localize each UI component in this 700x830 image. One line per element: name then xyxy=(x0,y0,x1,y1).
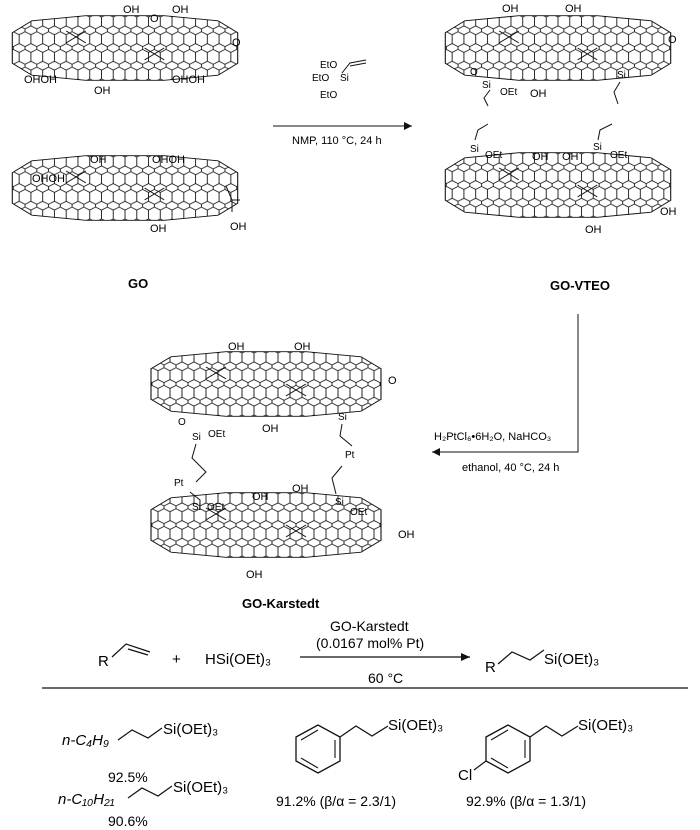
o-label: O xyxy=(668,34,677,46)
oh-label: OH xyxy=(150,223,167,235)
svg-text:92.5%: 92.5% xyxy=(108,769,148,785)
svg-text:n-C₁₀H₂₁: n-C₁₀H₂₁ xyxy=(58,791,115,808)
ohoh-label: OHOH xyxy=(172,74,205,86)
svg-text:Si(OEt)₃: Si(OEt)₃ xyxy=(388,717,443,734)
go-sheet-top xyxy=(11,15,239,81)
oh-label: OH xyxy=(90,154,107,166)
oh-label: OH xyxy=(252,491,269,503)
si-label: Si xyxy=(338,412,347,423)
svg-text:EtO: EtO xyxy=(320,60,337,71)
go-karstedt-sheet-top xyxy=(150,351,382,417)
oh-label: OH xyxy=(502,3,519,15)
step2-conditions: ethanol, 40 °C, 24 h xyxy=(462,462,559,474)
si-label: Si xyxy=(192,432,201,443)
go-vteo-label: GO-VTEO xyxy=(550,278,610,293)
pt-vinyl-bridge xyxy=(331,423,353,495)
benzene-ring-icon xyxy=(485,724,531,774)
arrow-head-icon xyxy=(404,122,412,130)
pt-label: Pt xyxy=(345,450,355,461)
product-structure: R Si(OEt)₃ xyxy=(485,649,599,676)
carboxyl-bond xyxy=(225,185,240,212)
oh-label: OH xyxy=(292,483,309,495)
si-label: Si xyxy=(470,144,479,155)
benzene-ring-icon xyxy=(295,724,341,774)
oet-label: OEt xyxy=(207,502,224,513)
oet-label: OEt xyxy=(500,87,517,98)
svg-text:EtO: EtO xyxy=(320,90,337,101)
oet-label: OEt xyxy=(610,150,627,161)
svg-text:92.9% (β/α = 1.3/1): 92.9% (β/α = 1.3/1) xyxy=(466,793,586,809)
oh-label: OH xyxy=(230,221,247,233)
svg-text:90.6%: 90.6% xyxy=(108,813,148,829)
svg-text:Cl: Cl xyxy=(458,767,472,784)
scope-entry-styrene: Si(OEt)₃ 91.2% (β/α = 2.3/1) xyxy=(276,717,443,809)
temperature-label: 60 °C xyxy=(368,670,403,686)
ohoh-label: OHOH xyxy=(24,74,57,86)
svg-text:n-C₄H₉: n-C₄H₉ xyxy=(62,732,109,749)
step2-arrow xyxy=(432,314,579,453)
svg-text:91.2% (β/α = 2.3/1): 91.2% (β/α = 2.3/1) xyxy=(276,793,396,809)
si-label: Si xyxy=(335,497,344,508)
oh-label: OH xyxy=(660,206,677,218)
oh-label: OH xyxy=(585,224,602,236)
arrow-head-icon xyxy=(432,448,440,456)
pt-label: Pt xyxy=(174,478,184,489)
oet-label: OEt xyxy=(208,429,225,440)
arrow-head-icon xyxy=(461,653,470,661)
oh-label: OH xyxy=(294,341,311,353)
oh-label: OH xyxy=(94,85,111,97)
alkene-structure: R xyxy=(98,643,151,670)
silane-reagent: HSi(OEt)₃ xyxy=(205,651,271,668)
oh-label: OH xyxy=(565,3,582,15)
catalyst-loading: (0.0167 mol% Pt) xyxy=(316,635,424,651)
scope-entry-chlorostyrene: Cl Si(OEt)₃ 92.9% (β/α = 1.3/1) xyxy=(458,717,633,809)
svg-text:R: R xyxy=(98,653,109,670)
catalyst-label: GO-Karstedt xyxy=(330,618,409,634)
oh-label: OH xyxy=(123,4,140,16)
step2-reagent: H₂PtCl₆•6H₂O, NaHCO₃ xyxy=(434,431,551,443)
oh-label: OH xyxy=(398,529,415,541)
o-label: O xyxy=(150,13,159,25)
go-vteo-sheet-top xyxy=(444,15,672,81)
oh-label: OH xyxy=(562,151,579,163)
oh-label: OH xyxy=(530,88,547,100)
scope-entry-decyl: n-C₁₀H₂₁ Si(OEt)₃ 90.6% xyxy=(58,779,228,829)
go-sheet-bottom xyxy=(11,155,239,221)
pt-vinyl-bridge xyxy=(189,443,207,510)
svg-text:EtO: EtO xyxy=(312,73,329,84)
o-label: O xyxy=(388,375,397,387)
oet-label: OEt xyxy=(485,150,502,161)
o-label: O xyxy=(232,37,241,49)
scope-entry-butyl: n-C₄H₉ Si(OEt)₃ 92.5% xyxy=(62,721,218,785)
go-vteo-sheet-bottom xyxy=(444,152,672,218)
oet-label: OEt xyxy=(350,507,367,518)
oh-label: OH xyxy=(532,151,549,163)
oh-label: OH xyxy=(262,423,279,435)
oh-label: OH xyxy=(228,341,245,353)
oh-label: OH xyxy=(246,569,263,581)
o-label: O xyxy=(178,417,186,428)
ohoh-label: OHOH xyxy=(152,154,185,166)
go-karstedt-label: GO-Karstedt xyxy=(242,596,320,611)
si-label: Si xyxy=(593,142,602,153)
vteo-reagent: EtO EtO Si EtO xyxy=(312,59,367,101)
svg-text:Si(OEt)₃: Si(OEt)₃ xyxy=(163,721,218,738)
si-label: Si xyxy=(482,80,491,91)
ohoh-label: OHOH xyxy=(32,173,65,185)
svg-text:Si: Si xyxy=(340,73,349,84)
si-label: Si xyxy=(192,502,201,513)
oh-label: OH xyxy=(172,4,189,16)
svg-text:Si(OEt)₃: Si(OEt)₃ xyxy=(544,651,599,668)
svg-text:Si(OEt)₃: Si(OEt)₃ xyxy=(173,779,228,796)
plus-sign: + xyxy=(172,651,181,668)
o-label: O xyxy=(470,67,478,78)
go-label: GO xyxy=(128,276,148,291)
svg-text:R: R xyxy=(485,659,496,676)
si-label: Si xyxy=(617,70,626,81)
step1-conditions: NMP, 110 °C, 24 h xyxy=(292,135,382,147)
svg-text:Si(OEt)₃: Si(OEt)₃ xyxy=(578,717,633,734)
